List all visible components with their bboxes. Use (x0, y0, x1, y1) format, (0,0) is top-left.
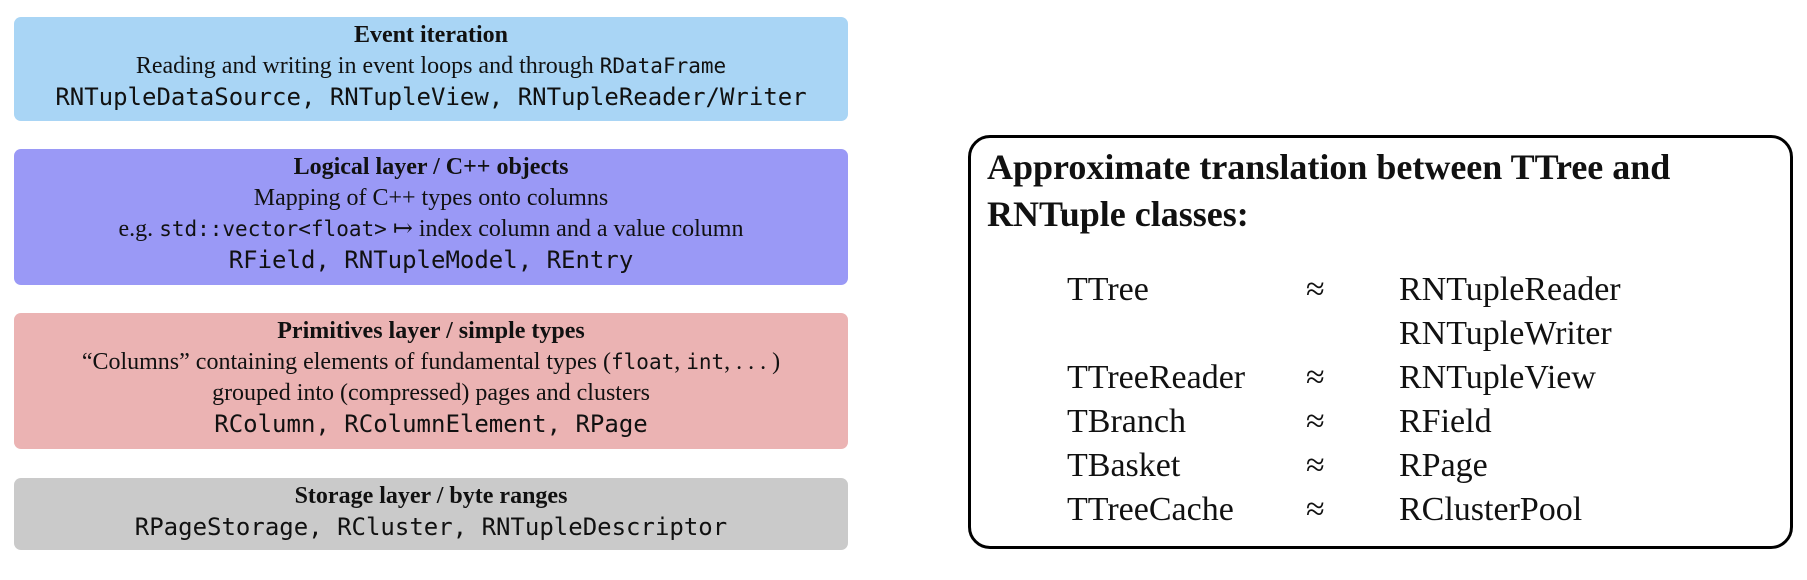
approx-symbol (1306, 312, 1399, 356)
ttree-class (1067, 312, 1306, 356)
layer-description-suffix: , . . . ) (724, 349, 781, 375)
layer-description-text: Reading and writing in event loops and t… (135, 53, 600, 79)
maps-to-symbol: ↦ (392, 216, 413, 242)
approx-symbol: ≈ (1306, 447, 1325, 484)
layer-description-code: RDataFrame (599, 54, 727, 78)
layer-description-prefix: “Columns” containing elements of fundame… (81, 349, 612, 375)
primitives-layer: Primitives layer / simple types “Columns… (14, 313, 848, 449)
layer-code-float: float (611, 350, 675, 374)
layer-classes: RField, RNTupleModel, REntry (228, 246, 634, 274)
translation-row: TTree ≈ RNTupleReader (1067, 268, 1621, 312)
layer-classes: RNTupleDataSource, RNTupleView, RNTupleR… (55, 83, 807, 111)
ttree-class: TTreeCache (1067, 491, 1234, 528)
ttree-class: TTreeReader (1067, 359, 1246, 396)
layer-description: Mapping of C++ types onto columns (253, 185, 609, 211)
rntuple-class: RNTupleReader (1399, 271, 1621, 308)
translation-heading: Approximate translation between TTree an… (987, 147, 1671, 234)
layer-example: e.g. std::vector<float> ↦ index column a… (14, 214, 848, 245)
rntuple-class: RPage (1399, 447, 1488, 484)
translation-box: Approximate translation between TTree an… (968, 135, 1793, 549)
translation-row: RNTupleWriter (1067, 312, 1621, 356)
rntuple-class: RField (1399, 403, 1492, 440)
translation-row: TTreeCache ≈ RClusterPool (1067, 488, 1621, 532)
layer-description: “Columns” containing elements of fundame… (14, 347, 848, 378)
layer-description: Reading and writing in event loops and t… (14, 51, 848, 82)
approx-symbol: ≈ (1306, 403, 1325, 440)
layer-example-suffix: index column and a value column (412, 216, 744, 242)
layer-code-int: int (686, 350, 725, 374)
layer-separator: , (674, 349, 687, 375)
ttree-class: TBasket (1067, 447, 1181, 484)
layer-title: Event iteration (354, 22, 508, 48)
layer-example-code: std::vector<float> (159, 217, 387, 241)
layer-title: Primitives layer / simple types (277, 318, 585, 344)
ttree-class: TBranch (1067, 403, 1186, 440)
layer-classes: RColumn, RColumnElement, RPage (214, 410, 648, 438)
rntuple-class: RNTupleView (1399, 359, 1596, 396)
logical-layer: Logical layer / C++ objects Mapping of C… (14, 149, 848, 285)
layer-title: Storage layer / byte ranges (294, 483, 568, 509)
ttree-class: TTree (1067, 271, 1149, 308)
approx-symbol: ≈ (1306, 359, 1325, 396)
rntuple-class: RNTupleWriter (1399, 315, 1612, 352)
event-iteration-layer: Event iteration Reading and writing in e… (14, 17, 848, 121)
approx-symbol: ≈ (1306, 271, 1325, 308)
approx-symbol: ≈ (1306, 491, 1325, 528)
translation-row: TTreeReader ≈ RNTupleView (1067, 356, 1621, 400)
rntuple-class: RClusterPool (1399, 491, 1583, 528)
layer-title: Logical layer / C++ objects (293, 154, 569, 180)
layer-classes: RPageStorage, RCluster, RNTupleDescripto… (134, 513, 728, 541)
translation-row: TBranch ≈ RField (1067, 400, 1621, 444)
layer-example-prefix: e.g. (118, 216, 160, 242)
layer-description-2: grouped into (compressed) pages and clus… (212, 380, 650, 406)
translation-row: TBasket ≈ RPage (1067, 444, 1621, 488)
storage-layer: Storage layer / byte ranges RPageStorage… (14, 478, 848, 550)
